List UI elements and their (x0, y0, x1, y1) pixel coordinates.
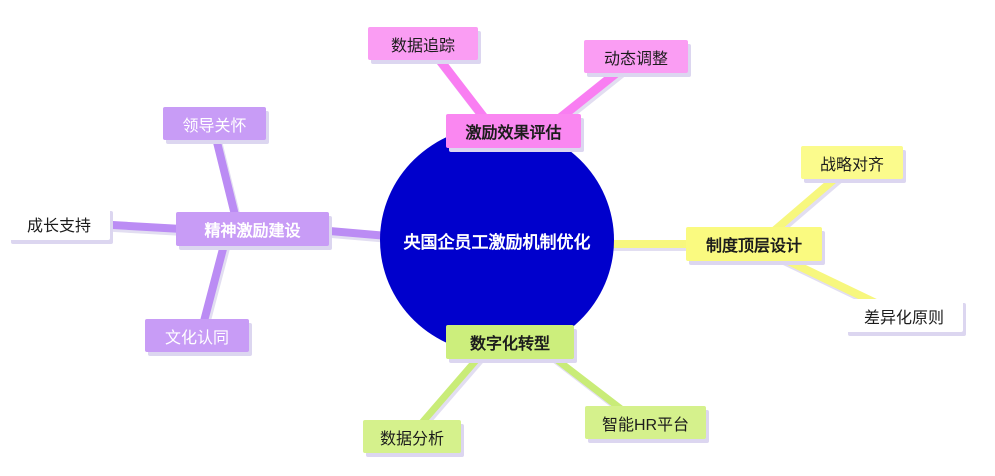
child-node-leadership-care[interactable]: 领导关怀 (163, 107, 266, 140)
center-node[interactable]: 央国企员工激励机制优化 (380, 126, 614, 354)
connector-system-differentiation (778, 254, 884, 309)
connector-spiritual-leadership-care (210, 126, 239, 219)
branch-node-digital-transformation[interactable]: 数字化转型 (446, 325, 574, 359)
child-node-culture-identity[interactable]: 文化认同 (145, 319, 249, 352)
connector-digital-data-analysis (416, 354, 482, 429)
child-node-strategy-alignment[interactable]: 战略对齐 (801, 146, 903, 179)
branch-node-spiritual-incentive[interactable]: 精神激励建设 (176, 212, 329, 246)
child-node-data-tracking[interactable]: 数据追踪 (368, 27, 478, 60)
child-node-differentiation-principle[interactable]: 差异化原则 (845, 299, 963, 332)
connector-spiritual-culture-identity (199, 241, 228, 329)
branch-node-evaluation[interactable]: 激励效果评估 (446, 114, 581, 148)
child-node-growth-support[interactable]: 成长支持 (8, 207, 110, 240)
branch-node-system-design[interactable]: 制度顶层设计 (686, 227, 822, 261)
connector-digital-smart-hr (548, 352, 629, 416)
child-node-smart-hr-platform[interactable]: 智能HR平台 (585, 406, 706, 439)
child-node-data-analysis[interactable]: 数据分析 (363, 420, 461, 453)
connector-system-strategy-alignment (771, 166, 849, 234)
child-node-dynamic-adjustment[interactable]: 动态调整 (584, 40, 688, 73)
